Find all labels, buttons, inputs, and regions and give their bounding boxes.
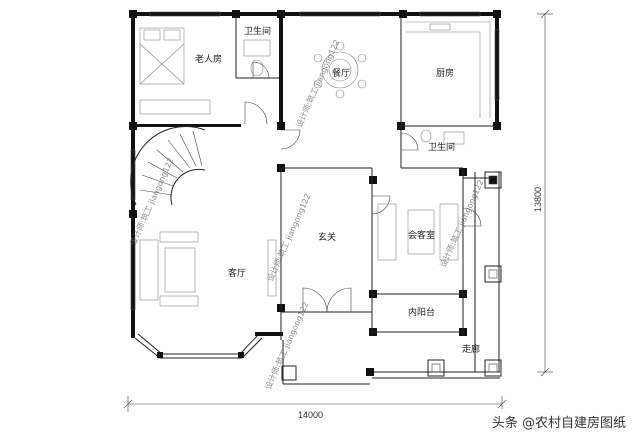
source-credit: 头条 @农村自建房图纸 <box>483 409 634 434</box>
exterior-walls <box>131 12 500 385</box>
room-label-dining: 餐厅 <box>332 67 350 79</box>
doors <box>244 61 482 313</box>
structural-columns <box>129 10 501 376</box>
watermark-5: 设计师:筑工 jiangong122 <box>263 300 311 391</box>
room-label-bathroom-right: 卫生间 <box>428 141 455 153</box>
interior-walls <box>131 16 497 340</box>
room-label-guest-room: 会客室 <box>408 229 435 241</box>
room-label-elder-bedroom: 老人房 <box>195 53 222 65</box>
dimension-width-label: 14000 <box>298 410 323 420</box>
furniture <box>130 21 491 307</box>
porch-columns <box>281 171 502 381</box>
room-labels: 老人房 卫生间 餐厅 厨房 卫生间 客厅 玄关 会客室 内阳台 走廊 <box>195 25 480 355</box>
watermarks: 设计师:筑工 jiangong122 设计师:筑工 jiangong122 设计… <box>128 38 486 391</box>
room-label-kitchen: 厨房 <box>436 67 454 79</box>
dimension-height-label: 13800 <box>533 187 543 212</box>
watermark-3: 设计师:筑工 jiangong122 <box>265 192 313 283</box>
room-label-corridor: 走廊 <box>462 343 480 355</box>
watermark-4: 设计师:筑工 jiangong122 <box>438 178 486 269</box>
room-label-foyer: 玄关 <box>318 231 336 243</box>
dimension-lines <box>123 9 553 412</box>
watermark-1: 设计师:筑工 jiangong122 <box>294 38 342 129</box>
room-label-bathroom-top: 卫生间 <box>244 25 271 37</box>
room-label-living-room: 客厅 <box>228 267 246 279</box>
room-label-inner-balcony: 内阳台 <box>408 306 435 318</box>
